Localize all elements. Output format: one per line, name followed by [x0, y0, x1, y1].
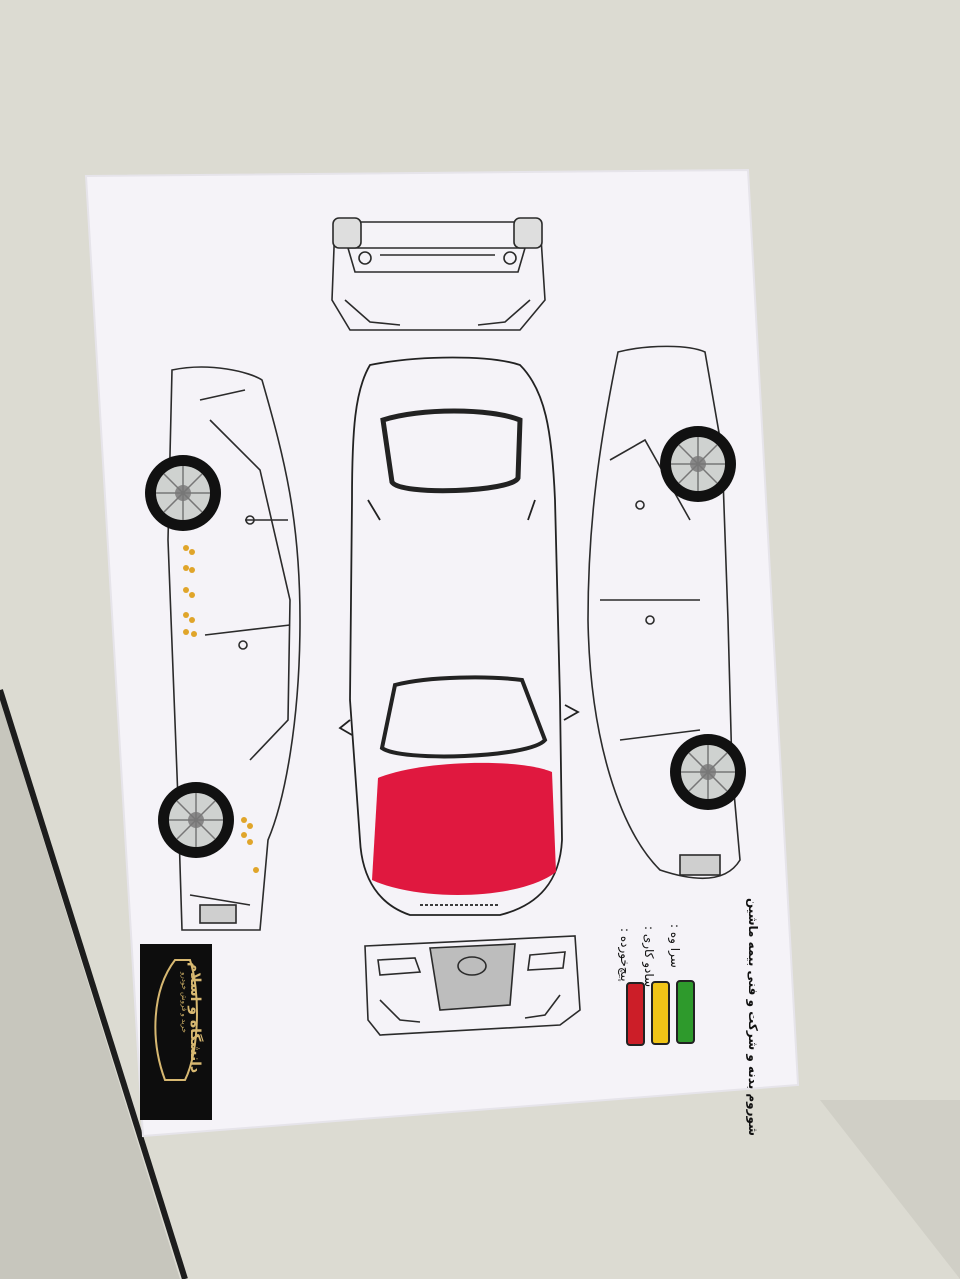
- table-edge: [0, 689, 188, 1279]
- left-front-wheel: [145, 455, 221, 531]
- red-swatch: [626, 982, 645, 1046]
- table-shadow: [0, 700, 180, 1279]
- yellow-spot: [241, 817, 247, 823]
- yellow-spot: [189, 549, 195, 555]
- yellow-spot: [189, 617, 195, 623]
- logo-subtitle: خرید و فروش خودرو: [180, 972, 188, 1033]
- right-front-wheel: [660, 426, 736, 502]
- left-rear-wheel: [158, 782, 234, 858]
- green-swatch: [676, 980, 695, 1044]
- yellow-spot: [247, 823, 253, 829]
- yellow-spot: [241, 832, 247, 838]
- legend-label-healthy: سرا وه :: [668, 924, 682, 968]
- yellow-spot: [191, 631, 197, 637]
- logo-title: دانشگاه و اسلام: [187, 962, 203, 1074]
- hood-damage-fill: [372, 762, 556, 895]
- left-side-drawing: [167, 366, 301, 931]
- yellow-damage-spots: [183, 545, 259, 873]
- yellow-spot: [183, 545, 189, 551]
- car-silhouette-icon: [154, 959, 198, 1081]
- legend-label-simple: سادو کاری :: [642, 926, 656, 988]
- right-rear-wheel: [670, 734, 746, 810]
- yellow-spot: [183, 587, 189, 593]
- yellow-spot: [189, 592, 195, 598]
- yellow-swatch: [651, 981, 670, 1045]
- front-bumper-drawing: [364, 935, 581, 1036]
- sheet-caption: شوروم بدنه و شرکت و فنی بیمه ماشین: [746, 898, 760, 1136]
- table-shadow-right: [820, 1100, 960, 1279]
- legend-label-damaged: پیچ‌خورده :: [618, 928, 632, 982]
- rear-bumper-drawing: [331, 217, 546, 331]
- yellow-spot: [189, 567, 195, 573]
- yellow-spot: [247, 839, 253, 845]
- yellow-spot: [183, 629, 189, 635]
- yellow-spot: [183, 612, 189, 618]
- top-view-car-drawing: [338, 356, 580, 916]
- paper-sheet: [84, 168, 800, 1138]
- yellow-spot: [183, 565, 189, 571]
- yellow-spot: [253, 867, 259, 873]
- dealer-logo-box: [140, 944, 212, 1120]
